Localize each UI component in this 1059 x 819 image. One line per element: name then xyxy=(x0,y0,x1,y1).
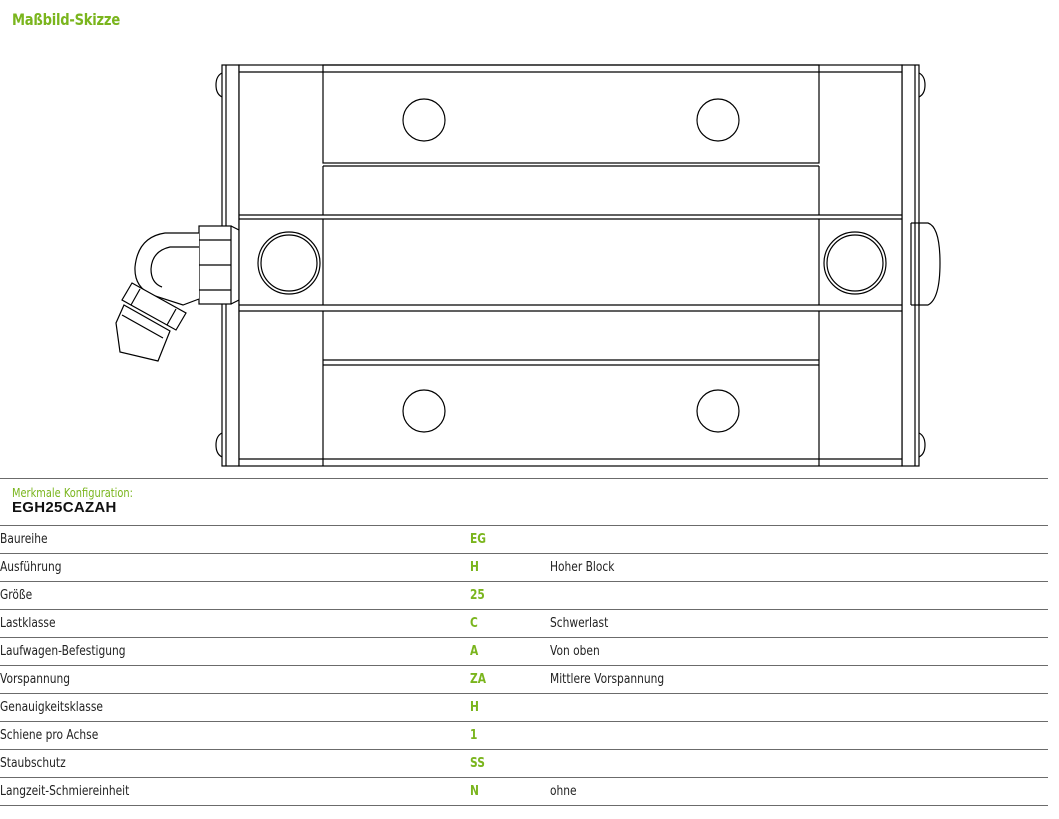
property-code: A xyxy=(470,644,479,659)
rail-hole-left-inner xyxy=(260,234,318,292)
property-code: 25 xyxy=(470,588,485,603)
property-name: Ausführung xyxy=(0,560,62,575)
screw-top-right xyxy=(918,72,926,98)
config-label: Merkmale Konfiguration: xyxy=(12,486,133,500)
property-code: EG xyxy=(470,532,487,547)
property-description: Mittlere Vorspannung xyxy=(550,672,665,687)
property-name: Vorspannung xyxy=(0,672,71,687)
table-row: Baureihe EG xyxy=(0,525,1048,554)
property-name: Größe xyxy=(0,588,33,603)
config-header: Merkmale Konfiguration: EGH25CAZAH xyxy=(0,478,1048,517)
table-row: Schiene pro Achse 1 xyxy=(0,721,1048,750)
rail-hole-right xyxy=(823,231,887,295)
screw-bottom-right xyxy=(918,432,926,458)
property-name: Baureihe xyxy=(0,532,48,547)
property-name: Langzeit-Schmiereinheit xyxy=(0,784,130,799)
property-description: Schwerlast xyxy=(550,616,609,631)
table-row: Größe 25 xyxy=(0,581,1048,610)
property-name: Lastklasse xyxy=(0,616,56,631)
block-body xyxy=(238,64,903,467)
property-code: 1 xyxy=(470,728,478,743)
property-name: Staubschutz xyxy=(0,756,66,771)
property-code: C xyxy=(470,616,478,631)
table-row: Laufwagen-Befestigung A Von oben xyxy=(0,637,1048,666)
screw-bottom-left xyxy=(215,432,223,458)
property-code: H xyxy=(470,700,479,715)
mount-hole xyxy=(402,98,446,142)
mount-hole xyxy=(402,389,446,433)
property-name: Schiene pro Achse xyxy=(0,728,99,743)
grease-nipple xyxy=(121,282,187,331)
property-code: N xyxy=(470,784,479,799)
section-title: Maßbild-Skizze xyxy=(12,10,120,29)
end-seal-right xyxy=(918,222,941,306)
config-code: EGH25CAZAH xyxy=(12,499,117,516)
table-row: Ausführung H Hoher Block xyxy=(0,553,1048,582)
table-row: Genauigkeitsklasse H xyxy=(0,693,1048,722)
property-description: Hoher Block xyxy=(550,560,615,575)
table-row: Vorspannung ZA Mittlere Vorspannung xyxy=(0,665,1048,694)
table-row: Staubschutz SS xyxy=(0,749,1048,778)
dimension-drawing xyxy=(0,55,1059,475)
screw-top-left xyxy=(215,72,223,98)
property-description: Von oben xyxy=(550,644,600,659)
property-code: ZA xyxy=(470,672,486,687)
property-description: ohne xyxy=(550,784,577,799)
rail-hole-left xyxy=(257,231,321,295)
property-code: H xyxy=(470,560,479,575)
property-name: Laufwagen-Befestigung xyxy=(0,644,126,659)
mount-hole xyxy=(696,389,740,433)
table-row: Lastklasse C Schwerlast xyxy=(0,609,1048,638)
property-code: SS xyxy=(470,756,485,771)
top-plate xyxy=(322,64,820,164)
property-name: Genauigkeitsklasse xyxy=(0,700,103,715)
mount-hole xyxy=(696,98,740,142)
rail-hole-right-inner xyxy=(826,234,884,292)
